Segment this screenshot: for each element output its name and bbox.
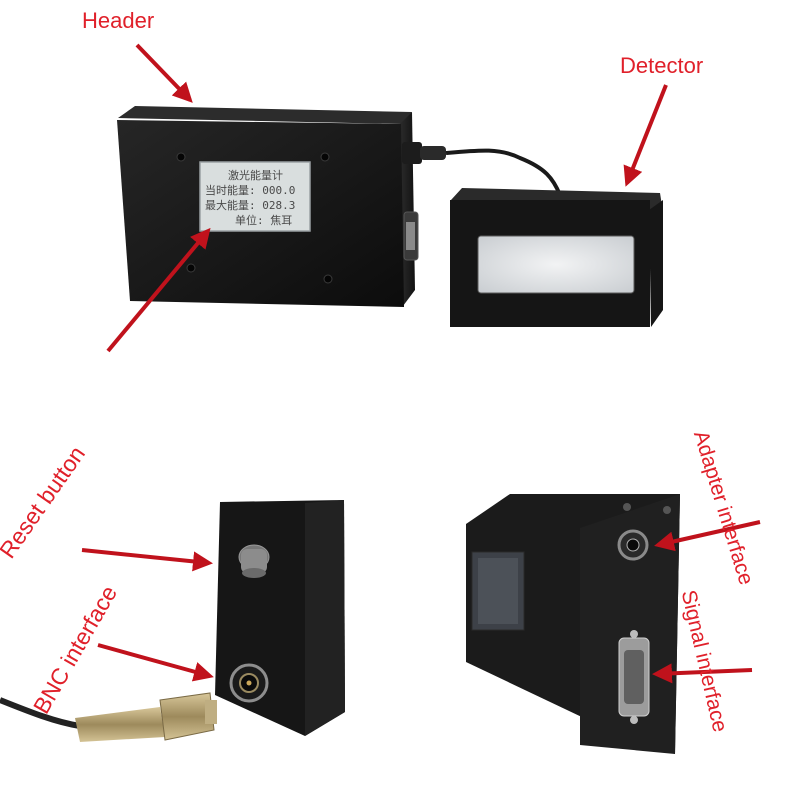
screw-icon [186, 263, 196, 273]
red-arrow-icon [81, 548, 213, 572]
screw-icon [323, 274, 333, 284]
red-arrow-icon [623, 84, 668, 187]
detector-label: Detector [620, 53, 704, 78]
adapter-socket-part [617, 529, 649, 561]
detector-unit [450, 188, 663, 327]
bnc-connector-part [229, 663, 269, 703]
header-label: Header [82, 8, 155, 33]
signal-connector-part [618, 630, 650, 724]
lcd-line-3: 最大能量: 028.3 [205, 198, 295, 212]
cable-icon [0, 697, 81, 729]
red-arrow-icon [654, 520, 761, 552]
reset-button-part [238, 544, 270, 578]
red-arrow-icon [106, 227, 211, 353]
lcd-display: 激光能量计 当时能量: 000.0 最大能量: 028.3 单位: 焦耳 [199, 161, 311, 232]
lcd-line-1: 激光能量计 [228, 168, 283, 182]
annotation-arrows [81, 43, 761, 684]
screw-icon [663, 506, 671, 514]
screw-icon [623, 503, 631, 511]
cable-icon [445, 148, 562, 196]
red-arrow-icon [652, 663, 753, 684]
side-panel-closeup [0, 500, 345, 742]
red-arrow-icon [97, 643, 214, 682]
red-arrow-icon [135, 43, 193, 103]
lcd-line-4: 单位: 焦耳 [235, 213, 292, 227]
screw-icon [320, 152, 330, 162]
screw-icon [176, 152, 186, 162]
lcd-line-2: 当时能量: 000.0 [205, 183, 295, 197]
rear-panel-closeup [466, 494, 680, 754]
